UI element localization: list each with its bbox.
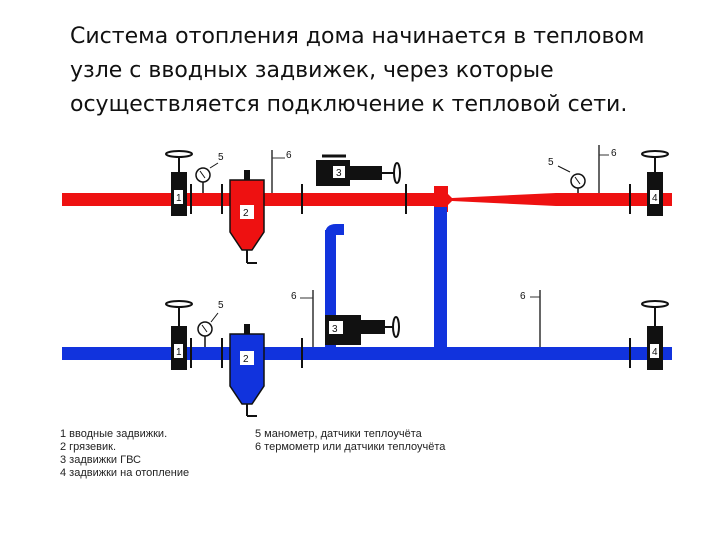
label-4-supply: 4 [652, 193, 658, 204]
title-line-2: узле с вводных задвижек, через которые [70, 58, 554, 83]
legend-item-4: 4 задвижки на отопление [60, 467, 190, 479]
pressure-gauge-return: 5 [197, 300, 224, 347]
label-5-supply-left: 5 [218, 152, 224, 163]
pressure-gauge-supply-left: 5 [195, 152, 224, 193]
label-6-supply-right: 6 [611, 148, 617, 159]
inlet-valve-return: 1 [165, 300, 193, 370]
label-1-return: 1 [176, 347, 182, 358]
riser-pipe-center [325, 230, 336, 348]
label-1-supply: 1 [176, 193, 182, 204]
supply-line [62, 184, 672, 214]
thermometer-return-left: 6 [291, 290, 314, 347]
label-2-return: 2 [243, 354, 249, 365]
label-6-supply-left: 6 [286, 150, 292, 161]
thermometer-supply-left: 6 [271, 150, 292, 193]
legend-item-5: 5 манометр, датчики теплоучёта [255, 428, 422, 440]
thermometer-return-right: 6 [520, 290, 541, 347]
label-5-return: 5 [218, 300, 224, 311]
pressure-gauge-supply-right: 5 [548, 157, 586, 193]
label-5-supply-right: 5 [548, 157, 554, 168]
heating-valve-return: 4 [641, 300, 669, 370]
supply-pipe-right [556, 193, 672, 206]
label-3-return: 3 [332, 324, 338, 335]
title-line-1: Система отопления дома начинается в тепл… [70, 24, 645, 49]
legend-item-1: 1 вводные задвижки. [60, 428, 168, 440]
supply-pipe-narrowing [440, 186, 640, 213]
riser-pipe-right [434, 207, 447, 349]
label-6-return-left: 6 [291, 291, 297, 302]
inlet-valve-supply: 1 [165, 150, 193, 216]
title-line-3: осуществляется подключение к тепловой се… [70, 92, 628, 117]
mud-separator-return: 2 [229, 324, 265, 417]
dhw-valve-supply: 3 [316, 154, 401, 186]
legend-left: 1 вводные задвижки. 2 грязевик. 3 задвиж… [60, 428, 189, 480]
thermometer-supply-right: 6 [598, 145, 617, 193]
label-6-return-right: 6 [520, 291, 526, 302]
mud-separator-supply: 2 [229, 170, 265, 264]
label-4-return: 4 [652, 347, 658, 358]
legend-right: 5 манометр, датчики теплоучёта 6 термоме… [255, 428, 445, 454]
legend-item-3: 3 задвижки ГВС [60, 454, 141, 466]
slide-title: Система отопления дома начинается в тепл… [70, 20, 690, 122]
legend-item-2: 2 грязевик. [60, 441, 117, 453]
label-3-supply: 3 [336, 168, 342, 179]
riser-bend [325, 224, 344, 235]
return-pipe [62, 347, 672, 360]
heating-valve-supply: 4 [641, 150, 669, 216]
dhw-valve-return: 3 [325, 315, 400, 345]
return-line [62, 207, 672, 368]
supply-tee [434, 186, 448, 212]
legend-item-6: 6 термометр или датчики теплоучёта [255, 441, 446, 453]
label-2-supply: 2 [243, 208, 249, 219]
